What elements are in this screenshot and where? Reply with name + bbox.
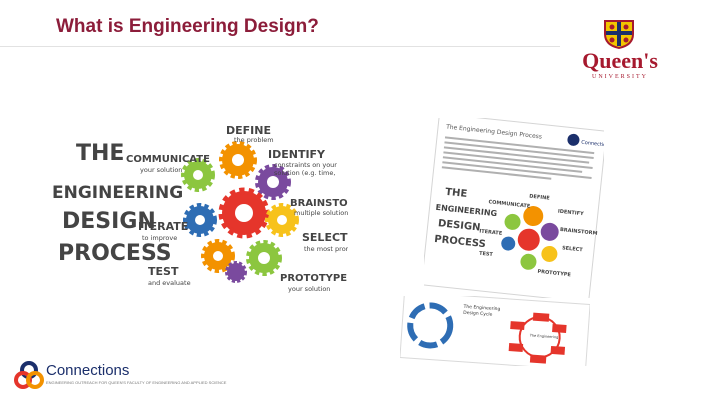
queens-wordmark: Queen's [556,48,684,74]
gear-icon [222,144,254,176]
step-desc: your solution [288,285,330,293]
step-title: BRAINSTORM [290,198,348,209]
design-cycle-diagram: The Engineering Design Cycle The Enginee… [400,296,590,366]
connections-brand: Connections [46,362,129,379]
step-title: TEST [148,265,179,278]
step-title: SELECT [302,231,348,244]
handout-heading: THE [445,187,468,200]
gear-icon [222,191,266,235]
engineering-design-process-poster: THE ENGINEERING DESIGN PROCESS [48,120,348,305]
design-process-handout: The Engineering Design Process Connectio… [424,118,604,298]
step-desc: constraints on your [274,161,337,169]
title-divider [0,46,560,47]
slide-title: What is Engineering Design? [56,16,319,38]
step-desc: and evaluate [148,279,191,287]
connections-logo: Connections ENGINEERING OUTREACH FOR QUE… [14,358,154,394]
poster-heading-line: THE [76,141,124,166]
step-desc: the most promising solution [304,245,348,253]
connections-tagline: ENGINEERING OUTREACH FOR QUEEN'S FACULTY… [46,380,226,385]
gear-icon [268,206,296,234]
poster-heading-line: PROCESS [58,241,172,266]
step-desc: the problem [234,136,274,144]
queens-crest-icon [600,18,638,50]
gear-icon [227,263,245,281]
queens-subtitle: UNIVERSITY [556,74,684,80]
step-desc: to improve [142,234,177,242]
step-desc: your solution [140,166,182,174]
gear-icon [184,161,212,189]
gear-icon [249,243,279,273]
gear-icon [204,242,232,270]
poster-heading-line: ENGINEERING [52,183,183,203]
step-title: PROTOTYPE [280,273,347,284]
step-desc: multiple solutions [294,209,348,217]
gear-icon [186,206,214,234]
connections-knot-icon [14,360,44,392]
step-title: IDENTIFY [268,148,326,161]
queens-logo: Queen's UNIVERSITY [556,18,684,78]
step-title: COMMUNICATE [126,154,210,165]
step-desc: solution (e.g. time, [274,169,335,177]
step-title: ITERATE [138,220,188,233]
